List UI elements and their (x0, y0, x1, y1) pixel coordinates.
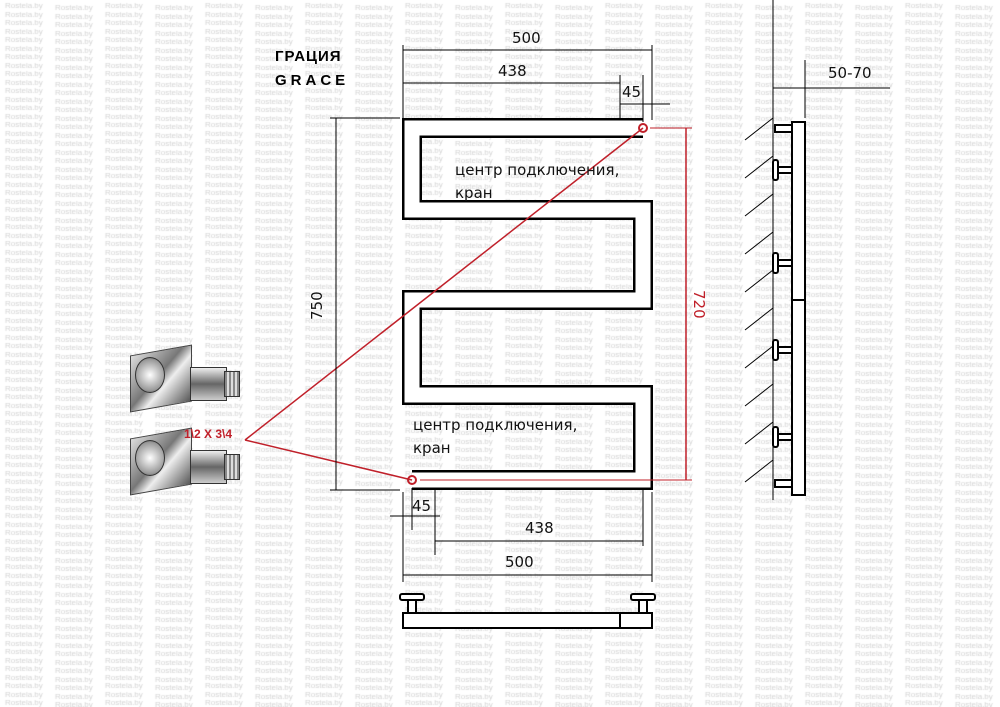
dimension-lines (330, 45, 890, 582)
wall-bracket (772, 159, 793, 181)
bottom-connection-point (407, 475, 417, 485)
connection-leader-lines (244, 127, 692, 481)
wall-hatch-line (744, 345, 774, 369)
wall-hatch-line (744, 459, 774, 483)
dim-wall-distance: 50-70 (828, 64, 872, 82)
dim-top-offset: 45 (622, 83, 641, 101)
wall-hatch-line (744, 155, 774, 179)
wall-hatch-line (744, 193, 774, 217)
wall-hatch-line (744, 421, 774, 445)
towel-rail-side-view (744, 0, 806, 500)
wall-hatch-line (744, 231, 774, 255)
dim-height: 750 (308, 291, 326, 320)
towel-rail-top-view (399, 593, 656, 629)
note-bottom-line1: центр подключения, (413, 416, 577, 434)
dim-center-height: 720 (690, 290, 708, 319)
dim-top-inner: 438 (498, 62, 527, 80)
note-bottom-line2: кран (413, 439, 451, 457)
dim-bottom-width: 500 (505, 553, 534, 571)
towel-rail-front-view (402, 118, 653, 490)
wall-hatch-line (744, 307, 774, 331)
valve-image-angled (120, 427, 240, 498)
dim-bottom-offset: 45 (412, 497, 431, 515)
wall-hatch-line (744, 269, 774, 293)
wall-bracket (772, 339, 793, 361)
title-en: GRACE (275, 72, 350, 89)
valve-size-label: 1\2 X 3\4 (184, 427, 233, 441)
dim-top-width: 500 (512, 29, 541, 47)
valve-image-straight (120, 344, 240, 415)
wall-hatch-line (744, 117, 774, 141)
wall-bracket (772, 252, 793, 274)
wall-bracket (772, 426, 793, 448)
note-top-line2: кран (455, 184, 493, 202)
dim-bottom-inner: 438 (525, 519, 554, 537)
title-ru: ГРАЦИЯ (275, 48, 342, 65)
top-connection-point (638, 123, 648, 133)
wall-hatch-line (744, 383, 774, 407)
note-top-line1: центр подключения, (455, 161, 619, 179)
